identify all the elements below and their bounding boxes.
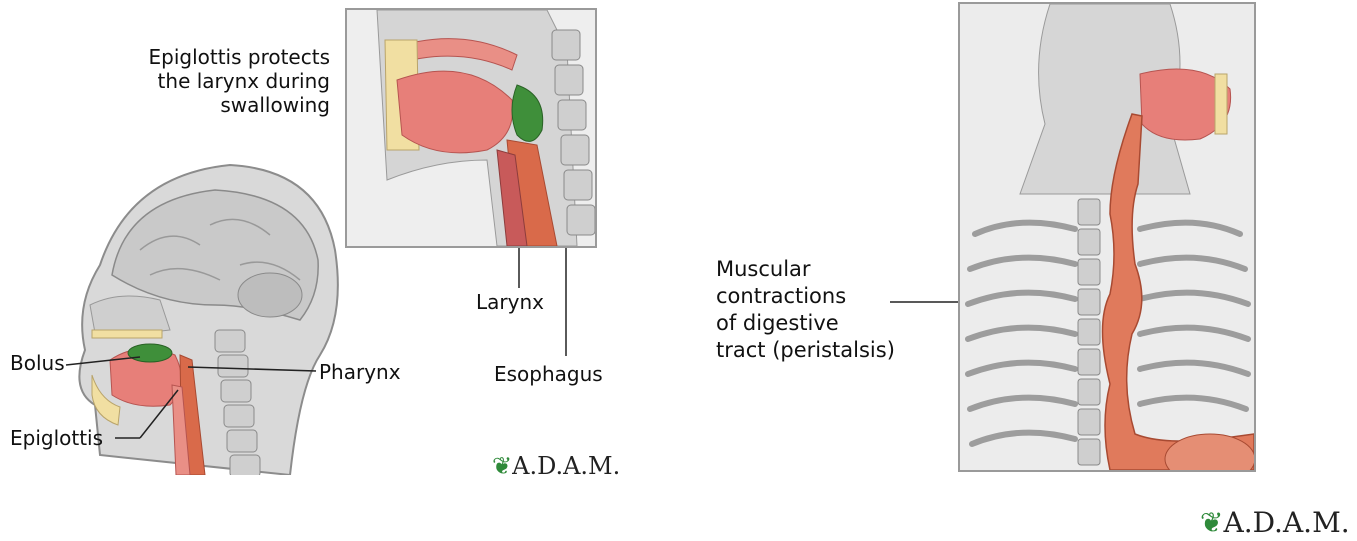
adam-logo-left: ❦A.D.A.M. bbox=[492, 452, 620, 480]
label-bolus: Bolus bbox=[10, 351, 65, 375]
label-esophagus: Esophagus bbox=[494, 362, 603, 386]
label-larynx: Larynx bbox=[476, 290, 544, 314]
label-peristalsis: Muscular contractions of digestive tract… bbox=[716, 256, 895, 364]
caption-epiglottis-protects: Epiglottis protects the larynx during sw… bbox=[90, 45, 330, 117]
label-pharynx: Pharynx bbox=[319, 360, 401, 384]
adam-logo-right: ❦A.D.A.M. bbox=[1200, 506, 1350, 539]
adam-leaf-icon: ❦ bbox=[1200, 506, 1223, 539]
label-epiglottis: Epiglottis bbox=[10, 426, 103, 450]
peristalsis-torso-illustration bbox=[958, 2, 1256, 472]
adam-leaf-icon: ❦ bbox=[492, 452, 512, 480]
epiglottis-inset-illustration bbox=[345, 8, 597, 248]
